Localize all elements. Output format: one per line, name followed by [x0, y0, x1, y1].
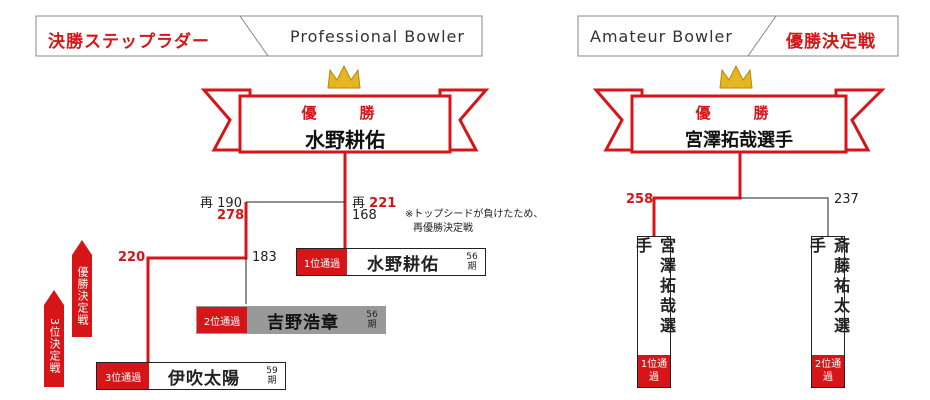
seed-badge: 2位通過 — [812, 355, 844, 387]
player-name: 吉野浩章 — [267, 312, 339, 333]
final-right-score-2: 168 — [352, 208, 377, 223]
amateur-ribbon — [592, 88, 886, 154]
amateur-winner-name: 宮澤拓哉選手 — [685, 130, 793, 151]
amateur-player-box-2: 斎藤祐太選手 2位通過 — [807, 236, 850, 388]
crown-icon — [719, 64, 753, 89]
seed-badge: 1位通過 — [638, 355, 670, 387]
header-right-title-en: Amateur Bowler — [590, 27, 733, 46]
seed-badge: 2位通過 — [197, 307, 247, 333]
header-right-tab — [577, 15, 899, 57]
player-name: 伊吹太陽 — [168, 368, 240, 389]
final-right-score-1: 再 221 — [352, 196, 397, 211]
player-name: 水野耕佑 — [367, 254, 439, 275]
pro-winner-label: 優 勝 — [301, 104, 389, 122]
amateur-right-score: 237 — [834, 192, 859, 207]
header-left-title-en: Professional Bowler — [290, 27, 465, 46]
tab-championship: 優勝決定戦 — [72, 255, 92, 337]
amateur-winner-label: 優 勝 — [695, 104, 783, 122]
tab-third-place: 3位決定戦 — [44, 305, 64, 387]
seed-badge: 1位通過 — [297, 249, 347, 275]
tab-a-arrow — [72, 240, 92, 255]
header-left-title-jp: 決勝ステップラダー — [48, 32, 210, 52]
amateur-player-box-1: 宮澤拓哉選手 1位通過 — [633, 236, 676, 388]
player-name: 宮澤拓哉選手 — [633, 237, 676, 337]
amateur-left-score: 258 — [626, 192, 654, 207]
player-name: 斎藤祐太選手 — [807, 237, 850, 337]
seed-badge: 3位通過 — [97, 363, 149, 389]
pro-ribbon — [200, 88, 490, 154]
tab-b-arrow — [44, 290, 64, 305]
semi-right-score: 183 — [252, 250, 277, 265]
crown-icon — [327, 64, 361, 89]
re-final-note: ※トップシードが負けたため、 再優勝決定戦 — [405, 209, 544, 234]
pro-winner-name: 水野耕佑 — [305, 128, 385, 152]
final-left-score-2: 278 — [217, 208, 245, 223]
header-left-tab — [35, 15, 483, 57]
final-left-score-1: 再 190 — [200, 196, 242, 211]
header-right-title-jp: 優勝決定戦 — [786, 32, 876, 52]
semi-left-score: 220 — [118, 250, 146, 265]
